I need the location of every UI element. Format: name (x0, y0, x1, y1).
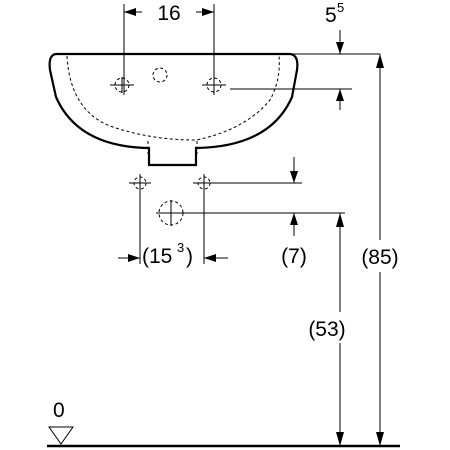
dimension-supply-spacing: (15 3 ) (118, 192, 228, 268)
dimension-label-15-3-sup: 3 (177, 240, 184, 255)
crosshair-icon (129, 174, 151, 192)
triangle-down-icon (48, 426, 74, 445)
overflow-hole (152, 67, 168, 83)
dimension-label-16: 16 (157, 2, 180, 25)
dimension-trap-offset: (7) (186, 157, 345, 268)
dimension-top-offset: 5 5 (230, 0, 380, 110)
crosshair-icon (193, 174, 215, 192)
dimension-label-15-3-close: ) (186, 245, 193, 268)
floor-level: 0 (47, 399, 400, 448)
dimension-label-15-3: (15 (142, 245, 172, 268)
dimension-label-5-5: 5 (325, 4, 337, 27)
dimension-label-7: (7) (281, 245, 307, 268)
basin-inner-bowl (66, 55, 280, 141)
crosshair-icon (156, 200, 186, 226)
dimension-rim-height: (85) (361, 54, 399, 446)
crosshair-icon (110, 77, 134, 93)
dimension-label-85: (85) (361, 246, 398, 269)
dimension-drain-height: (53) (308, 213, 346, 446)
dimension-label-5-5-sup: 5 (337, 0, 344, 15)
washbasin (48, 52, 299, 167)
floor-level-label: 0 (53, 399, 65, 422)
dimension-tap-spacing: 16 (123, 2, 215, 95)
dimension-label-53: (53) (308, 318, 345, 341)
basin-outline (48, 52, 299, 167)
supply-points (129, 174, 215, 226)
